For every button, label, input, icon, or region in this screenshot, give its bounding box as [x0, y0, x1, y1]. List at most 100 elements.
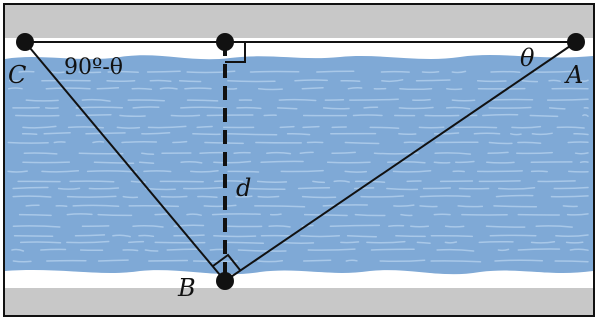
water-streak — [50, 71, 65, 74]
water-streak — [286, 132, 311, 136]
water-streak — [143, 170, 172, 173]
river-water — [5, 54, 593, 275]
water-streak — [488, 98, 534, 101]
water-streak — [12, 260, 32, 263]
water-streak — [346, 235, 378, 238]
water-streak — [473, 132, 501, 135]
water-streak — [256, 180, 288, 184]
water-streak — [146, 70, 181, 73]
water-streak — [554, 260, 589, 263]
water-streak — [301, 87, 324, 90]
water-streak — [490, 70, 521, 73]
water-streak — [434, 152, 472, 155]
label-angle-c: 90º-θ — [64, 55, 123, 80]
water-streak — [497, 248, 510, 252]
right-angle-marker-b — [212, 253, 241, 271]
water-streak — [127, 99, 166, 102]
water-streak — [455, 160, 475, 164]
water-streak — [444, 241, 458, 244]
water-streak — [494, 259, 544, 262]
water-streak — [478, 240, 514, 244]
water-streak — [326, 161, 371, 164]
water-streak — [121, 141, 158, 144]
water-streak — [66, 195, 117, 198]
water-streak — [192, 133, 221, 136]
water-streak — [493, 205, 538, 208]
water-streak — [233, 151, 251, 154]
label-distance-d: d — [236, 174, 251, 202]
water-streak — [303, 213, 348, 217]
water-streak — [235, 195, 253, 198]
water-streak — [373, 152, 419, 155]
water-streak — [510, 133, 522, 136]
bottom-bank — [5, 284, 593, 315]
water-streak — [81, 98, 111, 102]
water-streak — [186, 213, 202, 216]
water-streak — [107, 70, 139, 74]
water-streak — [12, 225, 61, 228]
water-streak — [517, 248, 561, 251]
label-point-b: B — [177, 274, 196, 302]
water-streak — [322, 107, 350, 110]
water-streak — [487, 151, 509, 154]
water-streak — [537, 180, 576, 183]
water-streak — [18, 213, 52, 217]
water-streak — [159, 87, 178, 90]
water-streak — [430, 234, 474, 238]
water-streak — [12, 195, 52, 198]
line-cb — [24, 41, 226, 282]
water-streak — [85, 132, 126, 135]
water-streak — [186, 70, 236, 74]
water-streak — [12, 186, 49, 190]
water-streak — [149, 79, 172, 83]
water-streak — [213, 235, 257, 238]
water-streak — [132, 106, 160, 109]
water-streak — [246, 187, 286, 191]
water-streak — [226, 241, 265, 245]
water-streak — [128, 205, 180, 208]
water-streak — [7, 170, 28, 173]
water-streak — [416, 241, 431, 244]
water-streak — [517, 141, 542, 144]
water-streak — [170, 114, 201, 117]
water-streak — [172, 140, 188, 144]
water-streak — [7, 141, 49, 144]
water-streak — [307, 248, 356, 251]
water-streak — [97, 213, 133, 217]
water-streak — [340, 241, 360, 244]
water-streak — [345, 259, 358, 262]
water-streak — [566, 213, 589, 216]
water-streak — [556, 126, 585, 129]
label-point-a: A — [564, 61, 583, 89]
water-streak — [419, 205, 438, 208]
water-streak — [546, 98, 589, 101]
water-streak — [249, 70, 300, 73]
water-streak — [347, 87, 363, 90]
water-streak — [180, 106, 226, 109]
water-streak — [66, 240, 110, 244]
water-streak — [67, 126, 105, 129]
water-streak — [53, 141, 66, 144]
water-streak — [190, 169, 219, 173]
water-streak — [122, 249, 139, 252]
water-streak — [398, 133, 417, 136]
water-streak — [297, 186, 331, 190]
top-foam — [5, 38, 593, 60]
water-streak — [415, 79, 451, 82]
water-streak — [173, 224, 205, 227]
water-streak — [166, 248, 201, 251]
water-streak — [138, 161, 155, 165]
water-streak — [488, 141, 513, 145]
water-streak — [410, 225, 430, 228]
water-streak — [41, 170, 80, 173]
water-streak — [451, 70, 467, 74]
water-streak — [93, 161, 135, 165]
water-streak — [23, 152, 58, 155]
water-streak — [147, 125, 187, 129]
water-streak — [516, 151, 553, 155]
water-streak — [257, 259, 284, 263]
water-streak — [535, 225, 573, 228]
water-streak — [116, 126, 141, 129]
water-streak — [40, 248, 67, 251]
water-streak — [387, 161, 426, 164]
